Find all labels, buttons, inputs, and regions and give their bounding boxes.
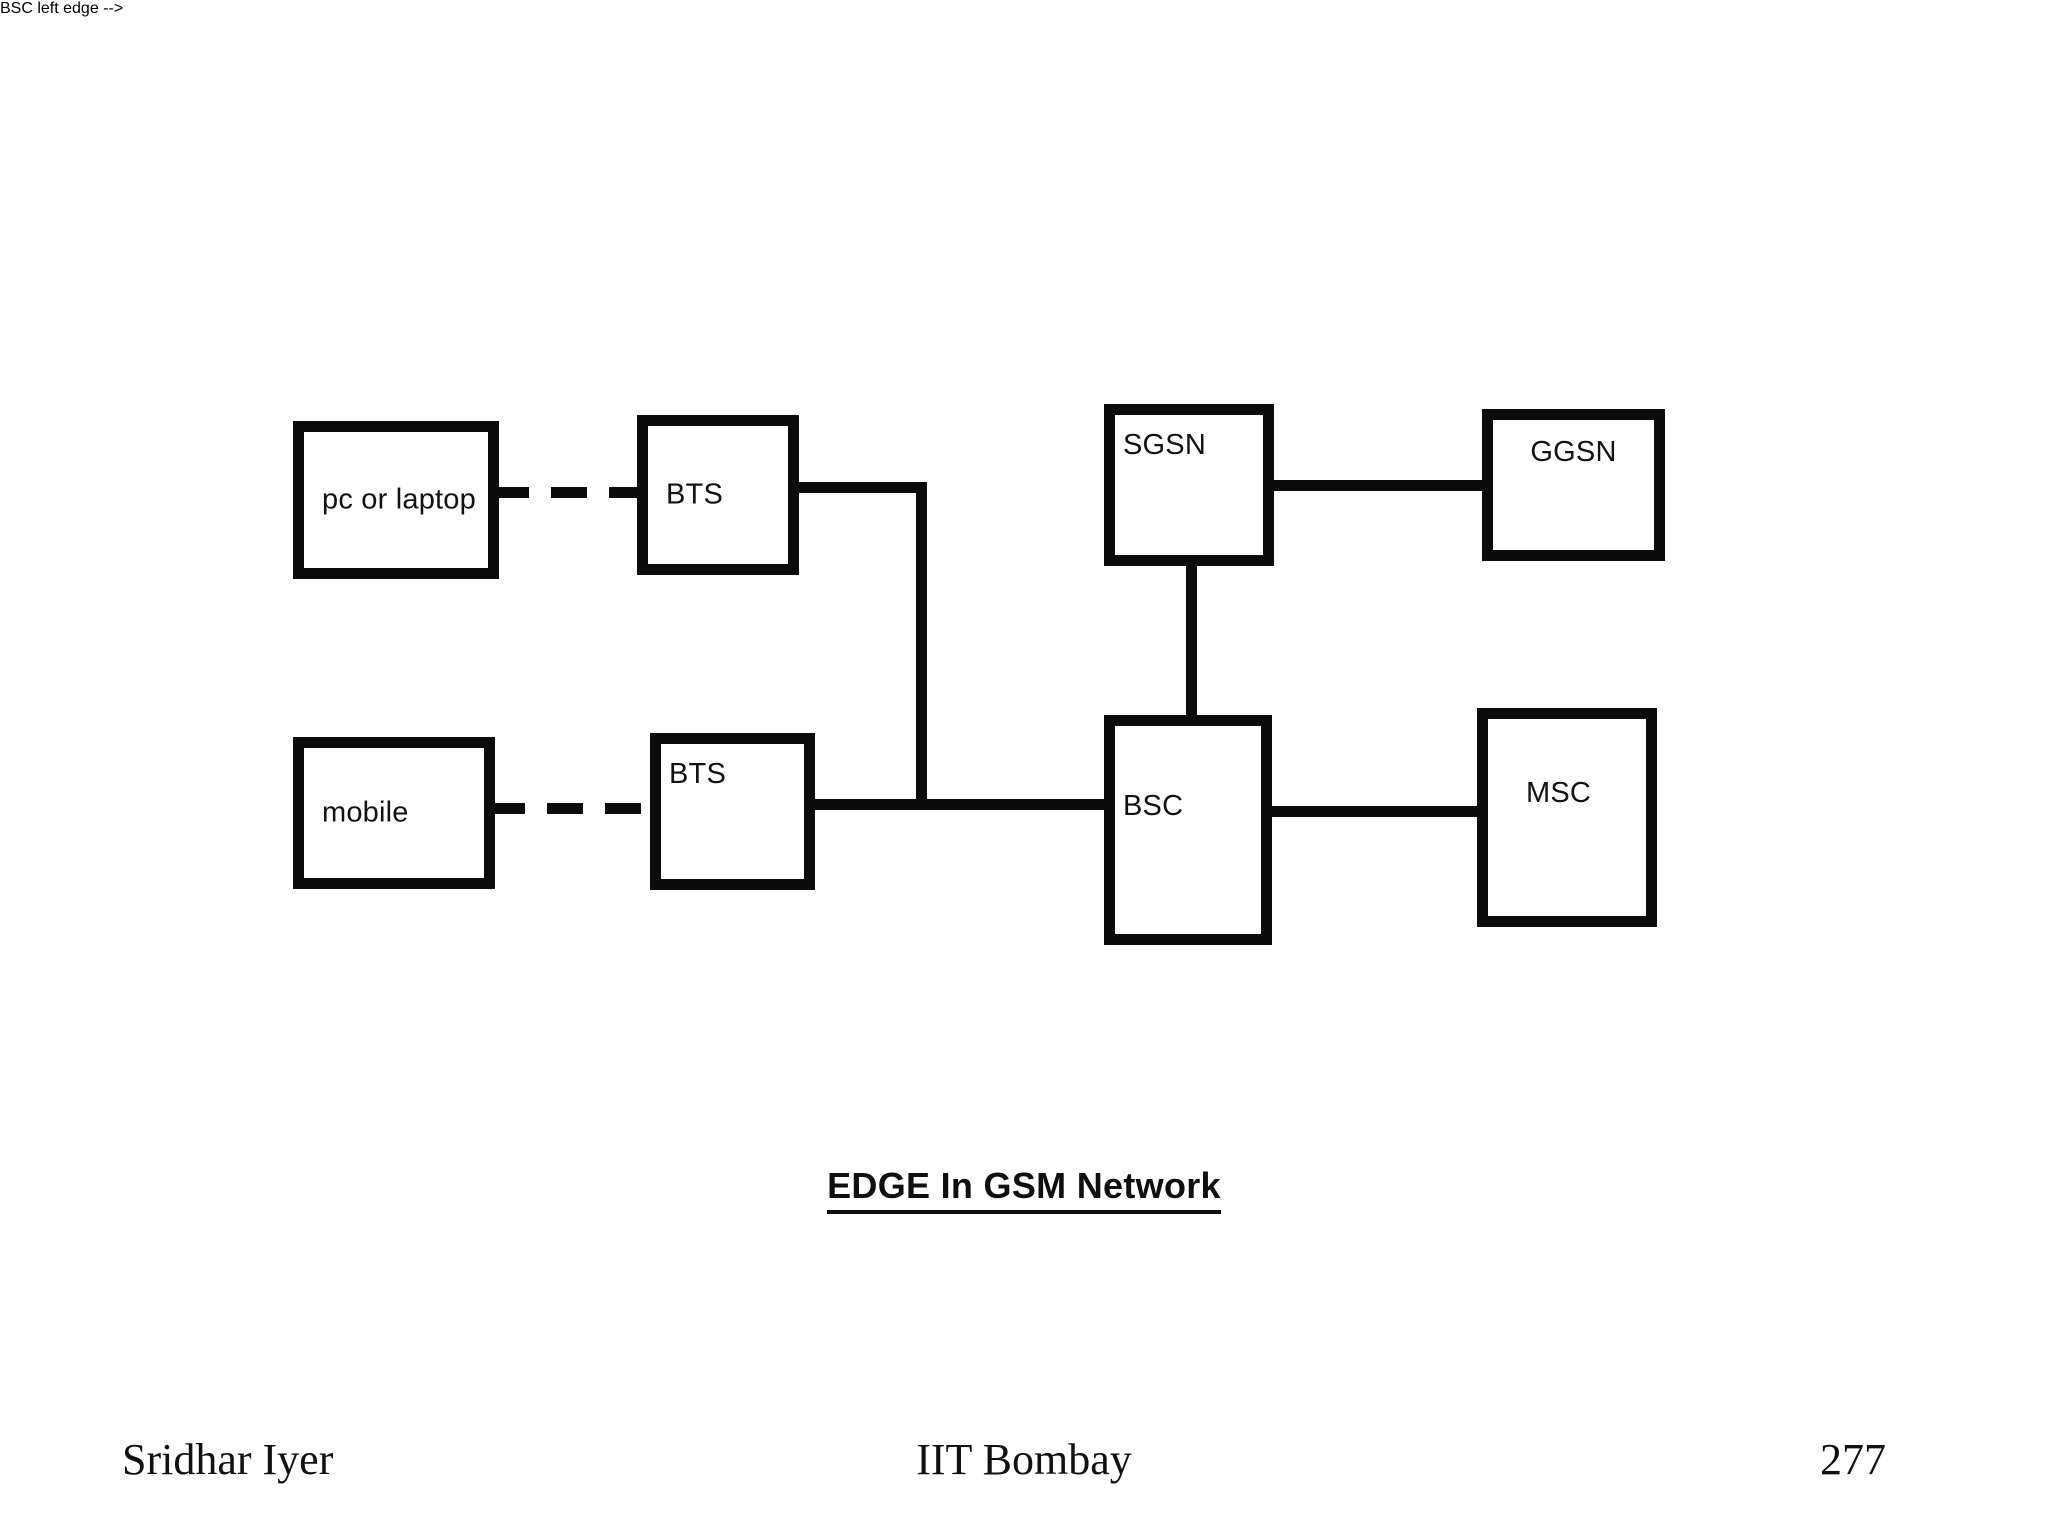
link-trunk-to-bsc: [813, 799, 1106, 810]
link-sgsn-to-ggsn: [1267, 480, 1487, 491]
footer-author: Sridhar Iyer: [122, 1435, 334, 1484]
link-sgsn-to-bsc: [1186, 553, 1197, 725]
link-pc-to-bts-top-dashed: [493, 487, 641, 498]
node-bts-bottom[interactable]: BTS: [650, 733, 815, 890]
node-msc-label: MSC: [1526, 777, 1592, 809]
footer-institution: IIT Bombay: [916, 1435, 1132, 1484]
node-sgsn-label: SGSN: [1123, 429, 1206, 461]
node-pc-or-laptop-label: pc or laptop: [322, 483, 476, 516]
node-pc-or-laptop[interactable]: pc or laptop: [293, 421, 499, 579]
slide-footer: Sridhar Iyer IIT Bombay 277: [0, 1416, 2048, 1536]
node-bts-top[interactable]: BTS: [637, 415, 799, 575]
link-mobile-to-bts-bottom-dashed: [489, 803, 659, 814]
link-bsc-to-msc: [1265, 806, 1481, 817]
link-bts-top-vertical-drop: [916, 482, 927, 810]
node-bts-bottom-label: BTS: [669, 758, 726, 790]
node-mobile-label: mobile: [322, 796, 409, 829]
diagram-caption-text: EDGE In GSM Network: [827, 1165, 1221, 1214]
node-ggsn-label: GGSN: [1530, 436, 1617, 468]
link-bts-top-horizontal: [795, 482, 927, 493]
node-mobile[interactable]: mobile: [293, 737, 495, 889]
node-msc[interactable]: MSC: [1477, 708, 1657, 927]
diagram-caption: EDGE In GSM Network: [0, 1165, 2048, 1214]
node-bts-top-label: BTS: [666, 478, 723, 511]
node-sgsn[interactable]: SGSN: [1104, 404, 1274, 566]
node-bsc[interactable]: BSC: [1104, 715, 1272, 945]
node-bsc-label: BSC: [1123, 790, 1184, 822]
node-ggsn[interactable]: GGSN: [1482, 409, 1665, 561]
footer-page-number: 277: [1820, 1435, 1886, 1484]
edge-gsm-network-diagram: BSC left edge --> pc or laptop BTS mobil…: [0, 0, 1665, 945]
